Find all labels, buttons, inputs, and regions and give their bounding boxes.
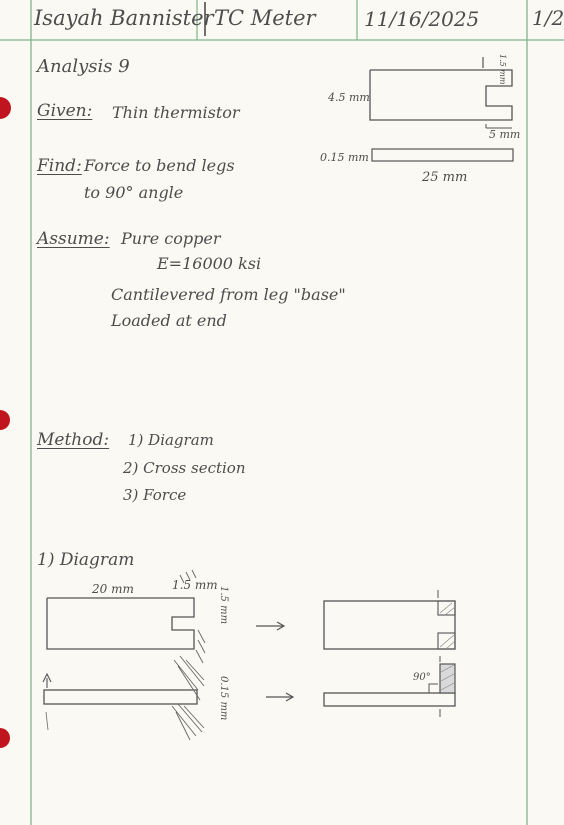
find-line-2: to 90° angle [84, 183, 184, 202]
diagram-dim-thickness: 0.15 mm [218, 676, 229, 721]
assume-item-3: Cantilevered from leg "base" [111, 285, 346, 304]
method-item-3: 3) Force [123, 486, 187, 504]
arrow-1-head [276, 621, 286, 631]
assume-item-1: Pure copper [121, 229, 221, 248]
author-name: Isayah Bannister [34, 6, 214, 30]
diagram-dim-leg: 1.5 mm [172, 578, 218, 592]
load-tick [45, 711, 49, 731]
dim-gap: 5 mm [489, 128, 521, 141]
given-value: Thin thermistor [112, 103, 240, 122]
bent-leg-hatch [439, 602, 456, 650]
fixed-support-hatch-top [179, 569, 206, 664]
right-angle-mark [428, 683, 438, 693]
diagram-body-outline [46, 597, 195, 650]
bent-vertical-hatch [440, 664, 455, 691]
leg-side-view [371, 148, 514, 162]
project-name: TC Meter [214, 6, 316, 30]
assume-item-2: E=16000 ksi [157, 254, 262, 273]
method-item-2: 2) Cross section [123, 459, 246, 477]
thermistor-body-outline [369, 69, 513, 121]
dim-height: 4.5 mm [328, 91, 370, 104]
diagram-section-title: 1) Diagram [37, 550, 135, 570]
method-label: Method: [37, 430, 110, 450]
hole-punch-bottom [0, 728, 10, 748]
fixed-support-hatch-bottom [171, 655, 205, 741]
find-line-1: Force to bend legs [84, 156, 235, 175]
assume-label: Assume: [37, 229, 110, 249]
hole-punch-middle [0, 410, 10, 430]
page-number: 1/2 [532, 6, 564, 30]
bent-leg-horizontal [323, 692, 456, 707]
bent-body-outline [323, 600, 456, 650]
given-label: Given: [37, 101, 93, 121]
bent-leg-upper [437, 600, 456, 616]
hole-punch-top [0, 97, 11, 119]
diagram-dim-notch: 1.5 mm [218, 586, 229, 625]
dim-length: 25 mm [422, 170, 468, 185]
arrow-2-head [285, 692, 295, 702]
analysis-title: Analysis 9 [37, 56, 130, 77]
diagram-dim-length: 20 mm [92, 582, 134, 596]
cantilever-leg [43, 689, 198, 705]
load-arrow-head [42, 672, 52, 683]
bent-leg-vertical [439, 663, 456, 694]
find-label: Find: [37, 156, 82, 176]
method-item-1: 1) Diagram [128, 431, 214, 449]
assume-item-4: Loaded at end [111, 311, 227, 330]
dim-thickness: 0.15 mm [320, 151, 369, 164]
bend-angle-label: 90° [413, 672, 431, 683]
entry-date: 11/16/2025 [364, 7, 480, 31]
